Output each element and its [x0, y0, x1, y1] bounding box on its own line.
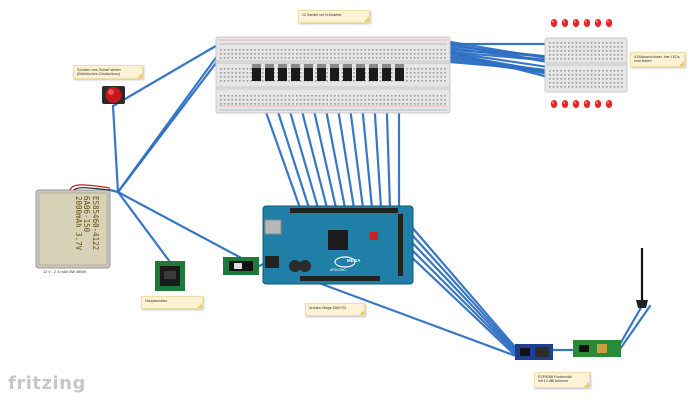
battery[interactable] [35, 184, 111, 269]
main-power-switch[interactable] [155, 261, 185, 291]
mosfet-6 [317, 67, 326, 81]
note-radio[interactable]: ESP8266 Funkmodul mit 12 dBi Antenne [534, 372, 590, 388]
mosfet-3 [278, 67, 287, 81]
mosfet-2 [265, 67, 274, 81]
arduino-brand-label: ARDUINO [330, 268, 347, 272]
led-bottom-2 [561, 100, 569, 108]
mosfet-9 [356, 67, 365, 81]
led-top-4 [583, 19, 591, 27]
mosfet-1 [252, 67, 261, 81]
note-leds[interactable]: 4-Bücksenzünder, hier LEDs zum testen [630, 52, 685, 67]
led-bottom-1 [550, 100, 558, 108]
mosfet-5 [304, 67, 313, 81]
mosfet-8 [343, 67, 352, 81]
led-top-1 [550, 19, 558, 27]
fritzing-logo: fritzing [8, 373, 86, 394]
led-top-5 [594, 19, 602, 27]
led-bottom-5 [594, 100, 602, 108]
led-bottom-6 [605, 100, 613, 108]
led-bottom-3 [572, 100, 580, 108]
esp8266-module[interactable] [515, 344, 553, 360]
arm-push-button[interactable] [102, 86, 125, 104]
mosfet-7 [330, 67, 339, 81]
breadboard-right[interactable] [544, 37, 628, 93]
mosfet-11 [382, 67, 391, 81]
breadboard-right-holes [549, 42, 623, 88]
note-arm-switch[interactable]: Schalter zum Scharf stellen (Elektrische… [73, 65, 143, 79]
led-row-top [550, 19, 613, 27]
arduino-mega-board[interactable] [262, 205, 414, 285]
mosfet-row [252, 64, 404, 81]
antenna-icon [636, 248, 648, 308]
mosfet-4 [291, 67, 300, 81]
battery-rating: 12 V - 2.4 mAh 8W 48Wh [43, 270, 87, 274]
led-row-bottom [550, 100, 613, 108]
arduino-model-label: MEGA [347, 258, 361, 263]
mosfet-12 [395, 67, 404, 81]
note-arduino[interactable]: Arduino Mega 2560 R3 [305, 303, 365, 316]
led-top-2 [561, 19, 569, 27]
mosfet-10 [369, 67, 378, 81]
parts-layer [35, 19, 648, 360]
led-bottom-4 [583, 100, 591, 108]
note-mosfets[interactable]: 12 Kanäle mit N-Mosfets [298, 10, 370, 23]
note-main-switch[interactable]: Hauptschalter [141, 296, 203, 309]
slide-switch[interactable] [223, 257, 259, 275]
led-top-3 [572, 19, 580, 27]
battery-print: ES85460-4122 6A06-150 2000mAh 3.7V [74, 196, 100, 251]
led-top-6 [605, 19, 613, 27]
antenna-module[interactable] [573, 340, 621, 357]
